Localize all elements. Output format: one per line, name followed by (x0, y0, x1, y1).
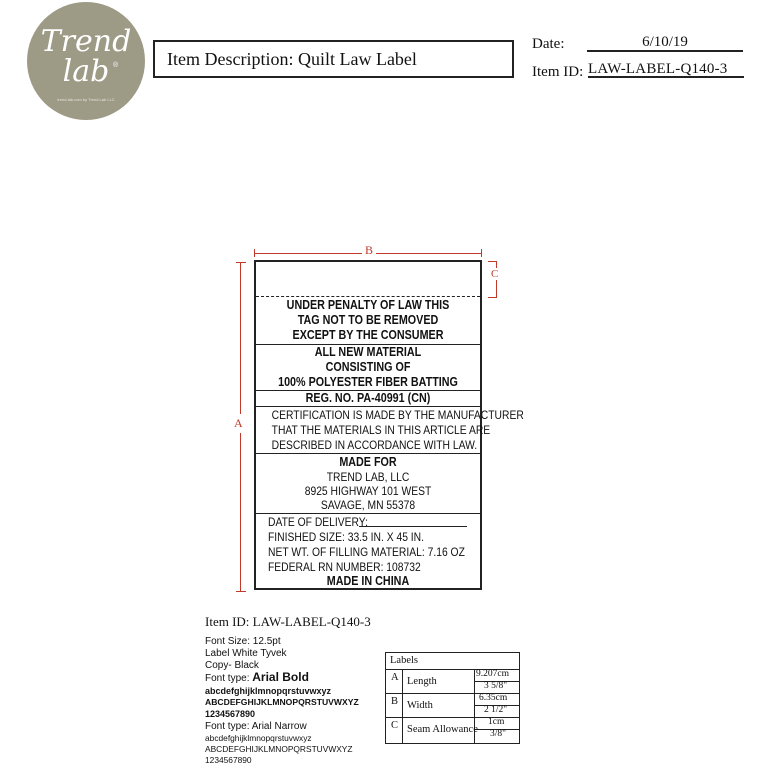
item-id-label: Item ID: (532, 64, 584, 80)
row-a-key: A (391, 672, 399, 683)
bold-digits-sample: 1234567890 (205, 709, 256, 719)
narrow-lowercase-sample: abcdefghijklmnopqrstuvwxyz (205, 733, 312, 743)
row-b-name: Width (407, 700, 433, 711)
item-description-box: Item Description: Quilt Law Label (153, 40, 514, 78)
divider (256, 406, 480, 407)
row-b-metric: 6.35cm (479, 693, 508, 703)
made-in: MADE IN CHINA (326, 574, 410, 588)
rn-number-text: FEDERAL RN NUMBER: 108732 (268, 560, 421, 574)
table-rule (386, 669, 519, 670)
date-of-delivery-label: DATE OF DELIVERY: (268, 515, 368, 529)
date-of-delivery-line (359, 526, 467, 527)
dimension-a-letter: A (234, 414, 243, 433)
dimension-b-letter: B (362, 243, 377, 258)
bold-lowercase-sample: abcdefghijklmnopqrstuvwxyz (205, 686, 332, 696)
labels-table-title: Labels (390, 655, 418, 666)
specs-copy: Copy- Black (205, 660, 259, 671)
divider (256, 453, 480, 454)
material-line-1: ALL NEW MATERIAL (314, 345, 422, 359)
logo-url: trend-lab.com by Trend Lab LLC (57, 97, 115, 102)
row-b-imperial: 2 1/2" (484, 705, 508, 715)
divider (256, 390, 480, 391)
specs-font-type-1: Font type: Arial Bold (205, 670, 309, 684)
narrow-digits-sample: 1234567890 (205, 755, 252, 765)
date-of-delivery: DATE OF DELIVERY: (268, 515, 384, 529)
certification-line-2: THAT THE MATERIALS IN THIS ARTICLE ARE (271, 423, 491, 437)
row-b-key: B (391, 696, 399, 707)
divider (256, 513, 480, 514)
row-c-key: C (391, 720, 399, 731)
finished-size: FINISHED SIZE: 33.5 IN. X 45 IN. (268, 530, 449, 544)
certification-line-3: DESCRIBED IN ACCORDANCE WITH LAW. (271, 438, 478, 452)
row-a-name: Length (407, 676, 437, 687)
certification-line-1: CERTIFICATION IS MADE BY THE MANUFACTURE… (271, 408, 524, 422)
made-for-city: SAVAGE, MN 55378 (320, 498, 416, 512)
table-rule (386, 693, 519, 694)
net-weight-text: NET WT. OF FILLING MATERIAL: 7.16 OZ (268, 545, 465, 559)
logo-word-trend: Trend (40, 24, 132, 59)
specs-item-id: Item ID: LAW-LABEL-Q140-3 (205, 614, 371, 629)
dimension-a-tick-bottom (236, 591, 246, 592)
made-for-street: 8925 HIGHWAY 101 WEST (304, 484, 432, 498)
law-label: UNDER PENALTY OF LAW THIS TAG NOT TO BE … (254, 260, 524, 590)
row-c-metric: 1cm (488, 717, 505, 727)
seam-allowance-line (256, 296, 480, 297)
table-rule (402, 669, 403, 743)
penalty-line-1: UNDER PENALTY OF LAW THIS (286, 298, 450, 312)
net-weight: NET WT. OF FILLING MATERIAL: 7.16 OZ (268, 545, 497, 559)
dimension-b-tick-right (481, 249, 482, 257)
font-type-1-prefix: Font type: (205, 673, 253, 684)
table-rule (386, 717, 519, 718)
narrow-uppercase-sample: ABCDEFGHIJKLMNOPQRSTUVWXYZ (205, 744, 353, 754)
row-c-name: Seam Allowance (407, 724, 478, 735)
penalty-line-2: TAG NOT TO BE REMOVED (297, 313, 439, 327)
made-for-heading: MADE FOR (339, 455, 397, 469)
specs-font-type-2: Font type: Arial Narrow (205, 721, 307, 732)
table-rule (474, 669, 475, 743)
item-description: Item Description: Quilt Law Label (167, 49, 417, 69)
finished-size-text: FINISHED SIZE: 33.5 IN. X 45 IN. (268, 530, 424, 544)
font-type-1-name: Arial Bold (252, 670, 309, 684)
row-c-imperial: 3/8" (490, 729, 507, 739)
reg-number: REG. NO. PA-40991 (CN) (305, 391, 431, 405)
table-rule (474, 729, 519, 730)
table-rule (474, 681, 519, 682)
specs-font-size: Font Size: 12.5pt (205, 636, 281, 647)
material-line-3: 100% POLYESTER FIBER BATTING (278, 375, 458, 389)
bold-uppercase-sample: ABCDEFGHIJKLMNOPQRSTUVWXYZ (205, 697, 359, 707)
dimension-b-tick-left (254, 249, 255, 257)
row-a-metric: 9.207cm (476, 669, 509, 679)
row-a-imperial: 3 5/8" (484, 681, 508, 691)
labels-table: Labels A Length 9.207cm 3 5/8" B Width 6… (385, 652, 520, 744)
made-for-company: TREND LAB, LLC (326, 470, 410, 484)
date-label: Date: (532, 36, 565, 52)
dimension-a-tick-top (236, 262, 246, 263)
item-id-value: LAW-LABEL-Q140-3 (588, 61, 744, 78)
specs-label-material: Label White Tyvek (205, 648, 287, 659)
penalty-line-3: EXCEPT BY THE CONSUMER (292, 328, 444, 342)
divider (256, 344, 480, 345)
table-rule (474, 705, 519, 706)
date-value: 6/10/19 (587, 34, 743, 52)
material-line-2: CONSISTING OF (325, 360, 411, 374)
trend-lab-logo: Trend lab ® trend-lab.com by Trend Lab L… (27, 2, 145, 120)
dimension-c-letter: C (491, 268, 499, 280)
logo-word-lab: lab (62, 54, 110, 89)
logo-trademark: ® (113, 62, 119, 69)
rn-number: FEDERAL RN NUMBER: 108732 (268, 560, 446, 574)
